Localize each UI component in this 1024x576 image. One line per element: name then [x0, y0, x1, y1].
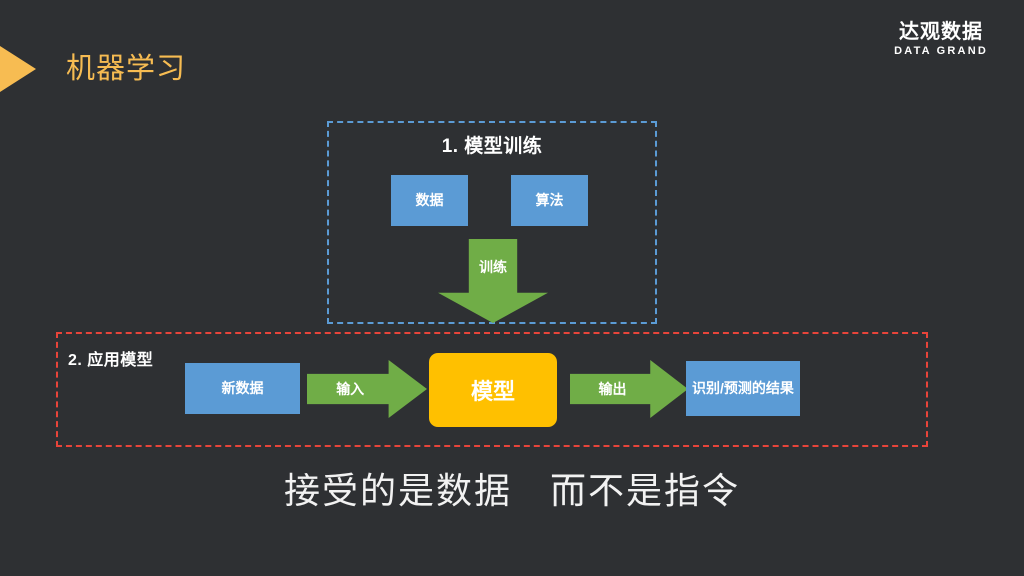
logo-english-text: DATA GRAND [894, 45, 988, 57]
arrow-right-input: 输入 [307, 360, 427, 418]
panel-apply-model-title: 2. 应用模型 [68, 352, 154, 369]
slide-caption: 接受的是数据 而不是指令 [283, 470, 740, 511]
box-algorithm: 算法 [511, 175, 588, 226]
chevron-right-icon [0, 46, 36, 92]
arrow-down-icon [438, 239, 548, 323]
panel-apply-model [56, 332, 928, 447]
brand-logo: 达观数据 DATA GRAND [894, 22, 988, 58]
panel-model-training [327, 121, 657, 324]
panel-model-training-title: 1. 模型训练 [441, 136, 543, 157]
box-model: 模型 [429, 353, 557, 427]
arrow-output-label: 输出 [598, 381, 627, 397]
page-title: 机器学习 [66, 53, 187, 85]
logo-chinese-text: 达观数据 [899, 21, 984, 43]
box-data: 数据 [391, 175, 468, 226]
arrow-right-output: 输出 [570, 360, 688, 418]
box-new-data: 新数据 [185, 363, 300, 414]
arrow-input-label: 输入 [336, 381, 365, 397]
arrow-down-label: 训练 [479, 259, 507, 275]
box-result: 识别/预测的结果 [686, 361, 800, 416]
arrow-down-training: 训练 [438, 239, 548, 323]
